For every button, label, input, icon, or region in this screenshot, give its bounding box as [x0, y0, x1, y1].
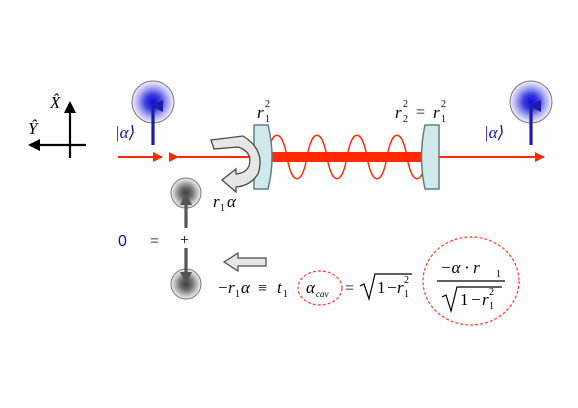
decomposition-equals: = — [150, 233, 159, 250]
axis-label-y: Ŷ — [28, 119, 39, 138]
right-mirror-label-rhs-base: r — [433, 103, 440, 122]
eq-alpha-cav-base: α — [306, 278, 316, 297]
eq-frac-num: −α · r — [440, 258, 480, 277]
reflected-label-coeff: r — [213, 192, 220, 211]
eq-sqrt-r: r — [397, 278, 404, 297]
axes-indicator: X̂ Ŷ — [28, 93, 86, 158]
left-mirror-label-sub: 1 — [265, 114, 270, 125]
eq-equiv: ≡ — [258, 280, 267, 297]
reflected-label-sub: 1 — [220, 203, 225, 214]
eq-sqrt-one: 1 — [377, 278, 386, 297]
eq-sqrt-r-sup: 2 — [404, 275, 409, 286]
eq-frac-den-minus: − — [471, 290, 481, 309]
eq-frac-den-one: 1 — [460, 290, 469, 309]
right-mirror-label: r 2 2 = r 1 2 — [395, 99, 446, 125]
right-mirror — [420, 124, 440, 190]
eq-frac-den-sub: 1 — [489, 301, 494, 312]
input-ket-label: |α⟩ — [115, 123, 135, 142]
eq-t: t — [277, 278, 283, 297]
reflected-amplitude-label: r 1 α — [213, 192, 237, 214]
eq-minus: − — [218, 278, 228, 297]
hollow-left-arrow-icon — [222, 251, 267, 273]
fraction-dashed-circle — [422, 236, 520, 326]
eq-r: r — [228, 278, 235, 297]
right-mirror-label-lhs-base: r — [395, 103, 402, 122]
curved-reflection-arrow-icon — [210, 135, 261, 194]
left-mirror-label: r 1 2 — [257, 99, 270, 125]
reflected-label-sym: α — [227, 192, 237, 211]
left-mirror-label-sup: 2 — [265, 99, 270, 110]
intracavity-beam — [262, 152, 430, 162]
eq-r-sub: 1 — [235, 289, 240, 300]
coherent-state-blob-right-icon — [509, 80, 553, 145]
right-mirror-label-rhs-sup: 2 — [441, 99, 446, 110]
eq-frac-num-sub: 1 — [496, 269, 501, 280]
eq-frac-den-r: r — [482, 290, 489, 309]
vacuum-state-blob-bottom-icon — [170, 248, 202, 300]
output-ket-label: |α⟩ — [484, 123, 504, 142]
vacuum-state-blob-top-icon — [170, 177, 202, 228]
right-mirror-label-rhs-sub: 1 — [441, 114, 446, 125]
eq-t-sub: 1 — [283, 289, 288, 300]
eq-sqrt-r-sub: 1 — [404, 289, 409, 300]
right-mirror-label-eq: = — [416, 104, 425, 121]
eq-equals: = — [345, 280, 354, 297]
left-mirror-label-base: r — [257, 103, 264, 122]
eq-alpha-cav-sub: cav — [316, 289, 329, 299]
eq-sqrt-sign — [359, 273, 412, 302]
cavity-standing-wave — [266, 134, 428, 180]
alpha-cav-dashed-circle — [297, 270, 343, 306]
eq-sqrt-minus: − — [387, 278, 397, 297]
right-mirror-label-lhs-sub: 2 — [403, 114, 408, 125]
eq-alpha: α — [241, 278, 251, 297]
eq-frac-sqrt-sign — [441, 286, 502, 314]
decomposition-plus: + — [180, 232, 189, 249]
axis-label-x: X̂ — [49, 93, 61, 112]
right-mirror-label-lhs-sup: 2 — [403, 99, 408, 110]
eq-frac-den-sup: 2 — [489, 287, 494, 298]
cavity-equation: − r 1 α ≡ t 1 α cav = 1 − r 1 2 −α · r 1… — [218, 236, 520, 326]
zero-amplitude-label: 0 — [118, 233, 127, 250]
coherent-state-blob-left-icon — [131, 80, 175, 145]
